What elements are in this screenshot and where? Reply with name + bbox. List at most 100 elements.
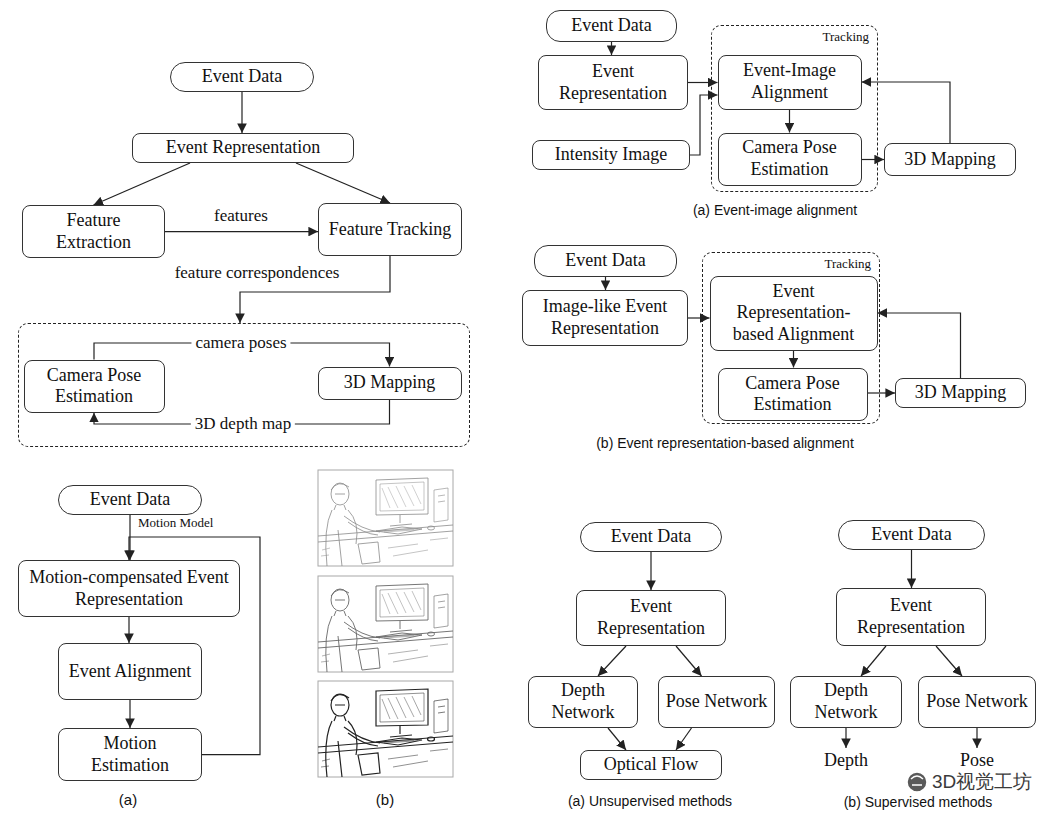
flow-arrow xyxy=(94,163,191,205)
process-box: Depth Network xyxy=(790,676,902,728)
flow-arrow xyxy=(650,552,651,590)
node-text: Motion-compensated Event Representation xyxy=(25,567,233,610)
node-text: Pose Network xyxy=(926,691,1028,713)
node-text: Event Alignment xyxy=(69,661,191,683)
group-box: TrackingEvent-Image AlignmentCamera Pose… xyxy=(711,25,878,192)
flow-arrow xyxy=(861,646,886,676)
process-box: Event-Image Alignment xyxy=(718,55,862,110)
node-text: Event Data xyxy=(202,66,282,88)
data-pill: Event Data xyxy=(170,62,314,92)
process-box: Camera Pose Estimation xyxy=(718,133,862,186)
process-box: Pose Network xyxy=(658,676,775,728)
flow-arrow xyxy=(690,95,718,155)
node-text: Event Representation-based Alignment xyxy=(717,281,871,346)
process-box: 3D Mapping xyxy=(895,378,1026,408)
node-text: Camera Pose Estimation xyxy=(725,137,855,180)
flow-arrow xyxy=(605,277,606,290)
watermark-icon xyxy=(907,772,927,792)
group-box: TrackingEvent Representation-based Align… xyxy=(702,252,880,424)
node-text: Camera Pose Estimation xyxy=(725,373,861,416)
process-box: Event Representation xyxy=(132,133,354,163)
node-text: Event Data xyxy=(611,526,691,548)
node-text: Feature Tracking xyxy=(329,219,451,241)
node-text: Event Data xyxy=(571,15,651,37)
watermark-icon xyxy=(907,772,927,792)
process-box: Event Representation-based Alignment xyxy=(710,276,878,351)
node-text: Camera Pose Estimation xyxy=(31,365,158,408)
sub-caption: (b) xyxy=(376,791,394,808)
flow-arrow xyxy=(878,313,961,378)
node-text: Event Data xyxy=(871,524,951,546)
flow-arrow xyxy=(676,728,692,750)
flow-arrow xyxy=(128,617,129,643)
process-box: 3D Mapping xyxy=(318,367,462,400)
flow-arrow xyxy=(936,646,962,676)
flow-arrow xyxy=(165,231,318,232)
node-text: Depth Network xyxy=(535,680,631,723)
process-box: Camera Pose Estimation xyxy=(24,360,165,413)
flow-arrow xyxy=(868,392,896,393)
flow-arrow xyxy=(793,351,794,368)
node-text: Event Representation xyxy=(583,596,719,639)
sub-caption: (a) xyxy=(119,791,137,808)
node-text: Optical Flow xyxy=(604,754,699,776)
flow-arrow xyxy=(598,646,626,676)
flow-arrow xyxy=(129,700,130,728)
node-text: Intensity Image xyxy=(555,144,667,166)
process-box: Motion-compensated Event Representation xyxy=(18,560,240,617)
output-label: Depth xyxy=(824,750,868,771)
process-box: Image-like Event Representation xyxy=(522,290,688,346)
process-box: Event Alignment xyxy=(58,643,202,700)
edge-label: features xyxy=(214,206,268,226)
node-text: Event Representation xyxy=(166,137,320,159)
watermark: 3D视觉工坊 xyxy=(932,771,1032,793)
flow-arrow xyxy=(911,550,912,588)
node-text: Image-like Event Representation xyxy=(529,296,681,339)
flow-arrow xyxy=(676,646,702,676)
sub-caption: (a) Event-image alignment xyxy=(693,202,857,218)
flow-arrow xyxy=(789,110,790,133)
node-text: Feature Extraction xyxy=(29,210,158,253)
edge-label: camera poses xyxy=(191,333,290,353)
data-pill: Event Data xyxy=(838,520,985,550)
process-box: Event Representation xyxy=(576,590,726,646)
node-text: Tracking xyxy=(823,29,869,45)
flow-arrow xyxy=(862,82,951,143)
flow-arrow xyxy=(241,92,242,133)
process-box: Event Representation xyxy=(538,55,688,110)
node-text: 3D Mapping xyxy=(344,372,436,394)
node-text: Event-Image Alignment xyxy=(725,60,855,103)
node-text: 3D Mapping xyxy=(904,149,996,171)
flow-arrow xyxy=(688,317,710,318)
process-box: 3D Mapping xyxy=(884,143,1016,176)
edge-label: Motion Model xyxy=(138,516,213,531)
process-box: Camera Pose Estimation xyxy=(718,368,868,421)
edge-label: feature correspondences xyxy=(175,263,340,283)
process-box: Pose Network xyxy=(918,676,1036,728)
data-pill: Event Data xyxy=(534,245,677,277)
process-box: Event Representation xyxy=(836,588,986,646)
output-arrow xyxy=(845,728,846,748)
process-box: Intensity Image xyxy=(532,140,690,170)
data-pill: Event Data xyxy=(580,522,722,552)
process-box: Optical Flow xyxy=(580,750,722,780)
node-text: 3D Mapping xyxy=(915,382,1007,404)
sub-caption: (a) Unsupervised methods xyxy=(568,793,732,809)
data-pill: Event Data xyxy=(546,10,677,42)
event-frame-image xyxy=(318,681,453,777)
node-text: Event Data xyxy=(565,250,645,272)
event-frame-image xyxy=(318,576,453,672)
node-text: Motion Estimation xyxy=(65,733,195,776)
node-text: Event Representation xyxy=(545,61,681,104)
node-text: Event Data xyxy=(90,489,170,511)
process-box: Feature Tracking xyxy=(318,203,462,256)
sub-caption: (b) Event representation-based alignment xyxy=(596,435,854,451)
node-text: Event Representation xyxy=(843,595,979,638)
flow-arrow xyxy=(611,42,612,55)
node-text: Tracking xyxy=(825,256,871,272)
node-text: Depth Network xyxy=(797,680,895,723)
flow-arrow xyxy=(608,728,626,750)
event-frame-image xyxy=(318,470,453,566)
sub-caption: (b) Supervised methods xyxy=(844,794,993,810)
